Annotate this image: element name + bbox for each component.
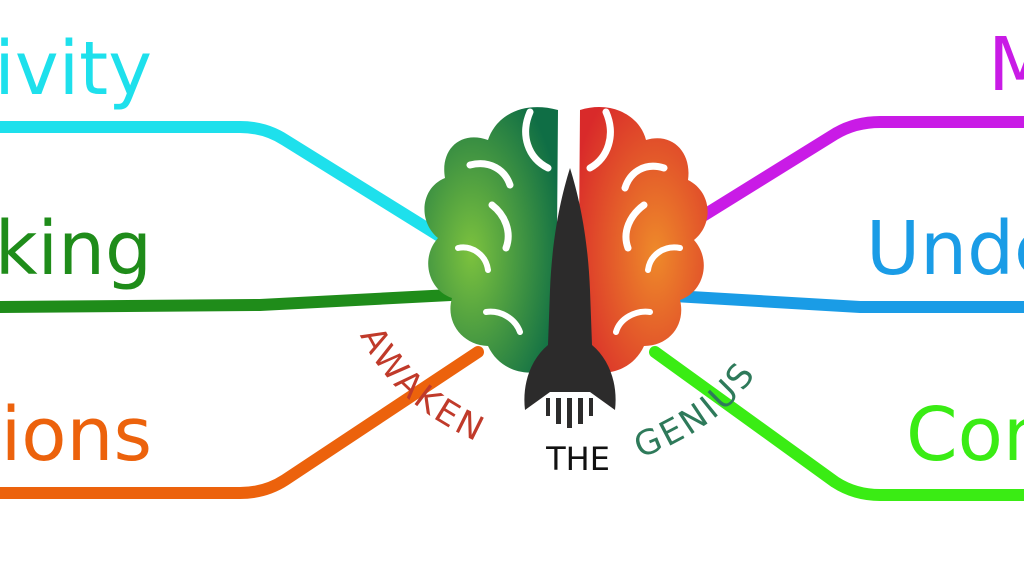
brain-left-hemisphere [424, 107, 558, 373]
branch-label-right-2: Unde [866, 206, 1024, 292]
branch-label-left-3: ions [0, 392, 152, 478]
logo-word-the: THE [545, 440, 610, 478]
branch-label-right-3: Con [906, 392, 1024, 478]
branch-line-right-3 [649, 346, 1024, 501]
rocket-icon [524, 168, 616, 428]
branch-line-right-1 [634, 116, 1024, 261]
brain-right-hemisphere [578, 106, 708, 373]
branch-label-right-1: M [988, 22, 1024, 108]
branch-line-left-3 [0, 346, 484, 499]
branch-line-right-2 [634, 288, 1024, 313]
branch-label-left-1: ivity [0, 26, 152, 112]
branch-label-left-2: king [0, 206, 152, 292]
branch-line-left-1 [0, 121, 476, 261]
branch-line-left-2 [0, 288, 476, 313]
